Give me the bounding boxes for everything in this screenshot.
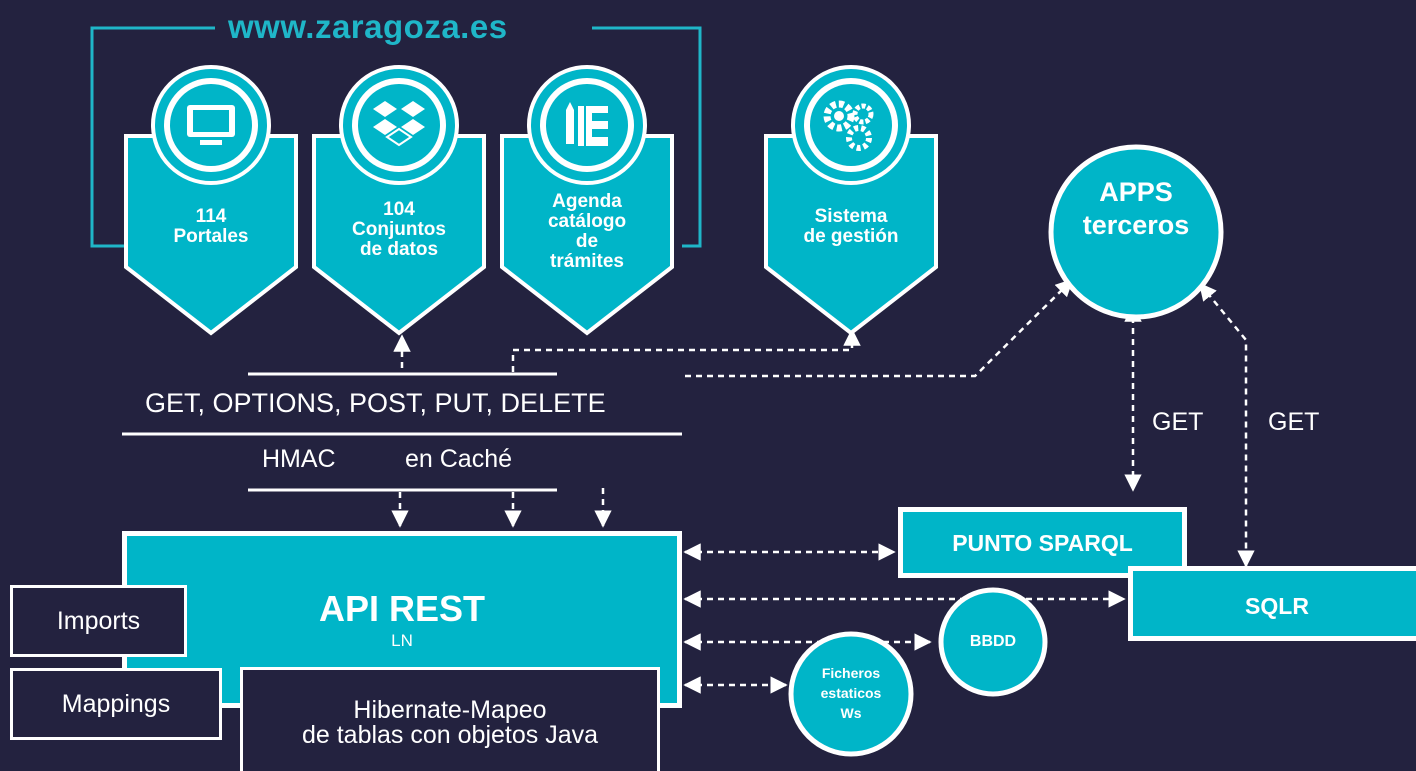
shield-datos-count: 104 <box>383 199 415 220</box>
mappings-box: Mappings <box>10 668 222 740</box>
api-title: API REST <box>318 588 486 629</box>
ficheros-line3: Ws <box>840 705 862 721</box>
monitor-icon <box>187 105 235 145</box>
shield-gestion: Sistema de gestión <box>762 62 940 337</box>
ficheros-line1: Ficheros <box>821 665 881 681</box>
shield-datos-label: Conjuntos <box>352 219 446 240</box>
get-label-left: GET <box>1152 408 1204 436</box>
hibernate-line1: Hibernate-Mapeo <box>353 696 547 724</box>
sparql-box: PUNTO SPARQL <box>898 507 1187 578</box>
imports-box: Imports <box>10 585 187 657</box>
site-bracket <box>90 26 215 248</box>
sqlr-box: SQLR <box>1128 566 1416 641</box>
shield-agenda: Agenda catálogo de trámites <box>498 62 676 337</box>
site-bracket-right <box>592 26 702 248</box>
shield-agenda-line4: trámites <box>550 251 624 272</box>
shield-portales-count: 114 <box>195 206 227 227</box>
dropbox-icon <box>373 101 425 147</box>
shield-agenda-line3: de <box>575 231 599 252</box>
hibernate-box: Hibernate-Mapeo de tablas con objetos Ja… <box>240 667 660 771</box>
apps-terceros: APPS terceros <box>1047 143 1225 321</box>
shield-portales: 114 Portales <box>122 62 300 337</box>
gears-icon <box>823 100 874 151</box>
shield-agenda-line2: catálogo <box>547 211 627 232</box>
catalog-icon <box>566 102 608 146</box>
shield-portales-label: Portales <box>173 226 249 247</box>
http-methods: GET, OPTIONS, POST, PUT, DELETE <box>145 388 606 418</box>
hmac-label: HMAC <box>262 445 336 473</box>
site-title[interactable]: www.zaragoza.es <box>228 8 508 45</box>
ficheros-line2: estaticos <box>820 685 882 701</box>
cache-label: en Caché <box>405 445 513 473</box>
get-label-right: GET <box>1268 408 1320 436</box>
apps-line1: APPS <box>1099 177 1173 207</box>
shield-datos: 104 Conjuntos de datos <box>310 62 488 337</box>
hibernate-line2: de tablas con objetos Java <box>301 721 599 749</box>
shield-gestion-line2: de gestión <box>803 226 899 247</box>
apps-line2: terceros <box>1082 210 1190 240</box>
shield-gestion-line1: Sistema <box>814 206 888 227</box>
bbdd-circle: BBDD <box>937 586 1049 698</box>
shield-agenda-line1: Agenda <box>552 191 622 212</box>
shield-datos-label2: de datos <box>359 239 439 260</box>
ficheros-circle: Ficheros estaticos Ws <box>787 630 915 758</box>
api-sub: LN <box>391 631 413 650</box>
